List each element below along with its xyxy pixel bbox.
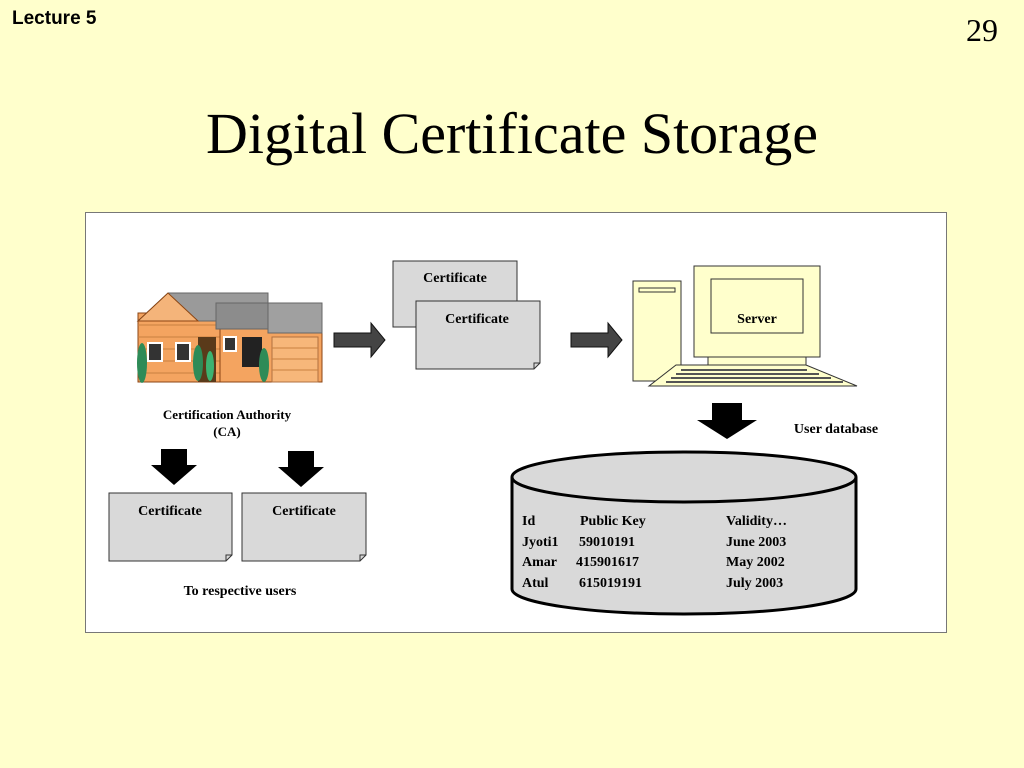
- lecture-label: Lecture 5: [12, 8, 97, 29]
- arrow-right-icon: [333, 321, 386, 359]
- arrow-down-icon: [697, 403, 757, 439]
- diagram-canvas: Certification Authority (CA) Certificate…: [108, 260, 878, 616]
- database-table: Id Public Key Validity… Jyoti1 59010191 …: [522, 514, 787, 591]
- diagram-panel: Certification Authority (CA) Certificate…: [85, 212, 947, 633]
- db-cell-id: Atul: [522, 576, 549, 591]
- db-header-public-key: Public Key: [580, 514, 646, 529]
- database-cylinder-icon: [510, 450, 858, 616]
- certificate-back-label: Certificate: [423, 271, 487, 286]
- house-icon: [136, 292, 323, 383]
- db-cell-validity: May 2002: [726, 555, 785, 570]
- ca-label-line2: (CA): [213, 424, 240, 439]
- user-certificate-2-label: Certificate: [272, 504, 336, 519]
- page-number: 29: [966, 12, 998, 48]
- user-database-label: User database: [794, 422, 878, 437]
- server-computer-icon: [632, 265, 858, 387]
- user-certificate-1-label: Certificate: [138, 504, 202, 519]
- db-cell-key: 59010191: [579, 535, 635, 550]
- user-certificate-doc: [108, 492, 233, 562]
- certificate-front-doc: [415, 300, 541, 370]
- arrow-down-icon: [151, 449, 197, 485]
- db-cell-validity: June 2003: [726, 535, 786, 550]
- ca-label-line1: Certification Authority: [163, 407, 292, 422]
- slide-title: Digital Certificate Storage: [205, 101, 818, 166]
- db-cell-validity: July 2003: [726, 576, 783, 591]
- db-header-id: Id: [522, 514, 535, 529]
- db-cell-id: Amar: [522, 555, 557, 570]
- users-caption: To respective users: [184, 584, 297, 599]
- arrow-right-icon: [570, 321, 623, 359]
- certificate-front-label: Certificate: [445, 312, 509, 327]
- db-header-validity: Validity…: [726, 514, 787, 529]
- db-cell-key: 615019191: [579, 576, 642, 591]
- arrow-down-icon: [278, 451, 324, 487]
- user-certificate-doc: [241, 492, 367, 562]
- server-label: Server: [737, 312, 777, 327]
- db-cell-id: Jyoti1: [522, 535, 559, 550]
- db-cell-key: 415901617: [576, 555, 639, 570]
